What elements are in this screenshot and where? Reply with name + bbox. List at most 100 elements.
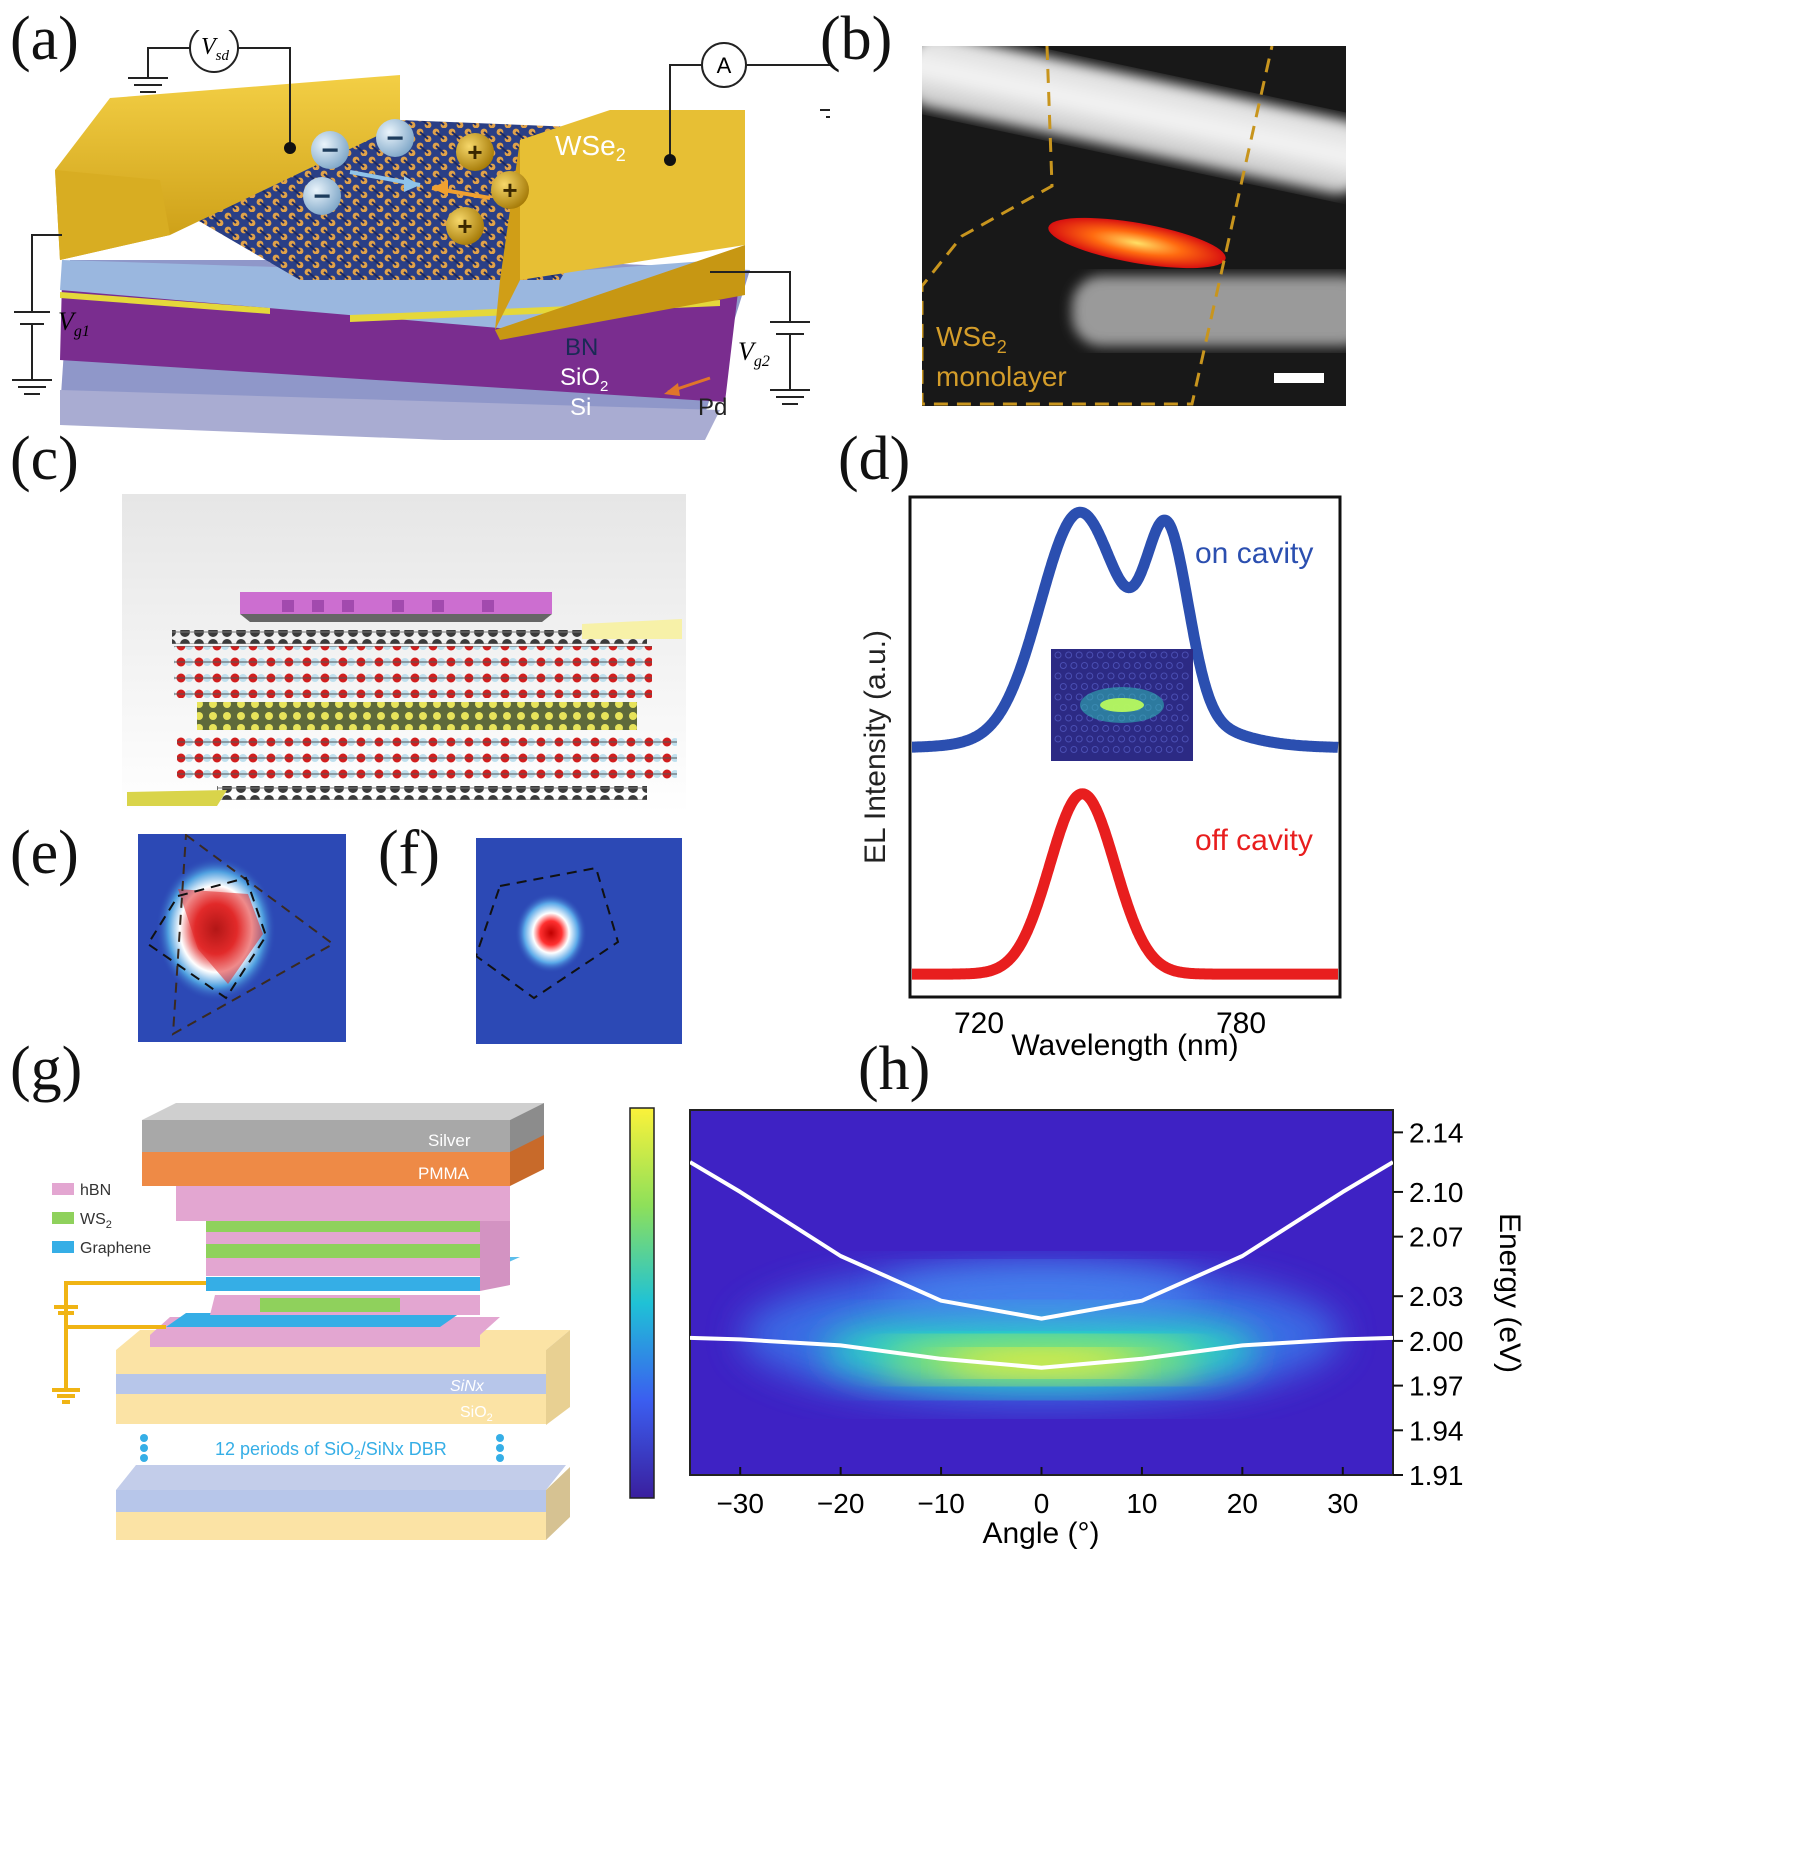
inset-hole: [1149, 735, 1157, 743]
panel-label-f: (f): [378, 819, 440, 887]
panel-label-g: (g): [10, 1035, 83, 1103]
el-spectrum-chart: on cavity off cavity EL Intensity (a.u.)…: [855, 495, 1345, 1075]
x-tick-label: −20: [817, 1488, 865, 1519]
svg-text:−: −: [321, 134, 339, 167]
inset-hole: [1160, 735, 1168, 743]
pmma-layer: [142, 1150, 510, 1186]
x-tick-label: −30: [716, 1488, 764, 1519]
legend-label-ws2: WS2: [80, 1211, 112, 1231]
inset-hole: [1144, 746, 1152, 753]
h-xlabel: Angle (°): [982, 1517, 1099, 1550]
inset-hole: [1065, 693, 1073, 701]
ammeter-circuit: [669, 42, 830, 160]
inset-hole: [1181, 651, 1189, 659]
vg1-label: Vg1: [58, 307, 90, 340]
heterostructure-schematic-c: [122, 494, 686, 814]
legend-swatch-graphene: [52, 1241, 74, 1253]
vg2-label: Vg2: [738, 337, 770, 370]
inset-hole: [1102, 746, 1110, 753]
inset-hole: [1075, 672, 1083, 680]
inset-hole: [1171, 672, 1179, 680]
right-gold-contact: [520, 110, 745, 280]
inset-hole: [1091, 725, 1099, 732]
inset-hole: [1134, 725, 1141, 732]
inset-hole: [1128, 651, 1136, 659]
upper-polariton-branch: [690, 1160, 1393, 1321]
el-xtick-780: 780: [1216, 1007, 1266, 1040]
el-xtick-720: 720: [954, 1007, 1004, 1040]
panel-label-b: (b): [820, 5, 893, 73]
inset-hole: [1165, 704, 1173, 711]
sio2-label-g: SiO2: [460, 1404, 493, 1424]
vg1-circuit: [12, 234, 62, 395]
y-tick-label: 2.03: [1409, 1281, 1464, 1312]
inset-hole: [1155, 662, 1163, 669]
el-spectrum-svg: on cavity off cavity EL Intensity (a.u.)…: [859, 495, 1343, 1062]
off-cavity-trace: [907, 788, 1343, 980]
panel-label-d: (d): [838, 425, 911, 493]
legend-label-hbn: hBN: [80, 1182, 111, 1199]
y-tick-label: 2.10: [1409, 1177, 1464, 1208]
inset-hole: [1128, 672, 1136, 680]
inset-hole: [1123, 746, 1131, 753]
si-label: Si: [570, 394, 591, 421]
inset-hole: [1128, 735, 1136, 743]
inset-hole: [1165, 746, 1173, 753]
hole-charges: + + +: [446, 133, 529, 245]
inset-hole: [1070, 746, 1078, 753]
bn-label: BN: [565, 334, 598, 361]
inset-hole: [1165, 683, 1173, 690]
inset-hole: [1144, 683, 1152, 690]
inset-hole: [1059, 704, 1067, 711]
layer-legend: hBN WS2 Graphene: [52, 1182, 151, 1257]
inset-hole: [1107, 672, 1115, 680]
el-emission-spot: [1048, 217, 1226, 269]
svg-text:+: +: [457, 211, 472, 241]
inset-hole: [1134, 662, 1141, 669]
inset-hole: [1118, 651, 1126, 659]
inset-hole: [1118, 672, 1126, 680]
inset-hole: [1102, 662, 1110, 669]
y-tick-label: 1.94: [1409, 1415, 1464, 1446]
inset-hole: [1059, 725, 1067, 732]
inset-hole: [1096, 735, 1104, 743]
inset-hole: [1107, 735, 1115, 743]
monolayer-tmd: [197, 702, 637, 730]
silver-layer: [142, 1120, 510, 1152]
inset-hole: [1091, 746, 1099, 753]
inset-hole: [1070, 704, 1078, 711]
legend-label-graphene: Graphene: [80, 1240, 151, 1257]
inset-hole: [1065, 714, 1073, 722]
inset-hole: [1054, 693, 1062, 701]
inset-hole: [1075, 693, 1083, 701]
inset-hole: [1054, 672, 1062, 680]
x-tick-label: 20: [1227, 1488, 1258, 1519]
inset-hole: [1086, 735, 1094, 743]
sinx-label: SiNx: [450, 1378, 485, 1395]
inset-hole: [1112, 662, 1120, 669]
scale-bar: [1274, 373, 1324, 383]
inset-hole: [1107, 651, 1115, 659]
y-tick-label: 2.07: [1409, 1222, 1464, 1253]
pmma-label: PMMA: [418, 1164, 470, 1183]
el-ylabel: EL Intensity (a.u.): [859, 630, 892, 864]
svg-text:−: −: [313, 180, 331, 213]
el-map-f: [476, 838, 682, 1044]
y-tick-label: 2.14: [1409, 1117, 1464, 1148]
inset-hole: [1160, 714, 1168, 722]
inset-hole: [1118, 735, 1126, 743]
inset-hole: [1181, 672, 1189, 680]
on-cavity-label: on cavity: [1195, 537, 1313, 570]
inset-hole: [1171, 651, 1179, 659]
inset-hole: [1081, 662, 1088, 669]
off-cavity-label: off cavity: [1195, 824, 1313, 857]
inset-hole: [1144, 662, 1152, 669]
inset-hole: [1149, 651, 1157, 659]
inset-hole: [1096, 672, 1104, 680]
monolayer-label-1: WSe2: [936, 321, 1007, 357]
inset-hole: [1176, 683, 1184, 690]
inset-hole: [1065, 651, 1073, 659]
svg-text:+: +: [502, 175, 517, 205]
el-on-cavity-curve: [907, 506, 1343, 753]
